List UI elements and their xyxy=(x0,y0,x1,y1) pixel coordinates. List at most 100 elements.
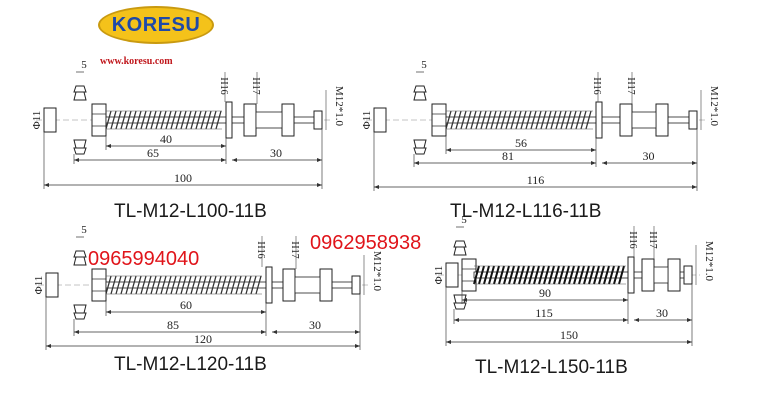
hex-body xyxy=(91,268,107,302)
logo-text: KORESU xyxy=(111,13,201,36)
end-ring xyxy=(373,107,387,133)
arrowhead xyxy=(623,318,628,322)
arrowhead xyxy=(454,318,459,322)
model-label-l150: TL-M12-L150-11B xyxy=(475,357,628,378)
arrowhead xyxy=(355,330,360,334)
spring xyxy=(105,110,222,130)
spring xyxy=(473,265,625,285)
thread-body xyxy=(294,276,321,294)
arrowhead xyxy=(591,148,596,152)
model-label-l120: TL-M12-L120-11B xyxy=(114,354,267,375)
wrench-size-h16: H16 xyxy=(255,241,266,258)
dim-spring-length: 40 xyxy=(160,132,172,146)
nut-1 xyxy=(243,103,257,137)
nut-1 xyxy=(619,103,633,137)
arrowhead xyxy=(634,318,639,322)
hex-body xyxy=(91,103,107,137)
end-ring xyxy=(45,272,59,298)
arrowhead xyxy=(355,344,360,348)
diameter-label: Φ11 xyxy=(433,266,445,285)
nipple-size-label: 5 xyxy=(421,59,427,71)
arrowhead xyxy=(591,161,596,165)
phone-number-1: 0965994040 xyxy=(88,248,200,270)
hose-barb-top xyxy=(413,85,427,101)
dim-thread-length: 30 xyxy=(270,146,282,160)
nut-2 xyxy=(319,268,333,302)
model-label-l100: TL-M12-L100-11B xyxy=(114,201,267,222)
arrowhead xyxy=(462,298,467,302)
arrowhead xyxy=(74,158,79,162)
diameter-label: Φ11 xyxy=(361,111,373,130)
hex-body xyxy=(431,103,447,137)
website-link[interactable]: www.koresu.com xyxy=(100,56,173,67)
hose-barb-top xyxy=(73,250,87,266)
nut-2 xyxy=(667,258,681,292)
hose-barb-top xyxy=(453,240,467,256)
thread-body xyxy=(653,266,669,284)
end-cap xyxy=(313,110,323,130)
dim-overall-length: 100 xyxy=(174,171,192,185)
dim-body-length: 81 xyxy=(502,149,514,163)
dim-thread-length: 30 xyxy=(656,306,668,320)
thread-spec-label: M12*1.0 xyxy=(371,251,383,292)
arrowhead xyxy=(74,330,79,334)
hose-barb-bottom xyxy=(73,139,87,155)
nut-2 xyxy=(655,103,669,137)
arrowhead xyxy=(261,310,266,314)
nut-2 xyxy=(281,103,295,137)
end-ring xyxy=(445,262,459,288)
nut-1 xyxy=(641,258,655,292)
dim-spring-length: 90 xyxy=(539,286,551,300)
hose-barb-bottom xyxy=(413,139,427,155)
diameter-label: Φ11 xyxy=(31,111,43,130)
dim-spring-length: 56 xyxy=(515,136,527,150)
end-ring xyxy=(43,107,57,133)
dim-body-length: 115 xyxy=(535,306,553,320)
wrench-size-h16: H16 xyxy=(218,77,229,94)
wrench-size-h17: H17 xyxy=(647,231,658,248)
arrowhead xyxy=(44,183,49,187)
arrowhead xyxy=(317,183,322,187)
dim-body-length: 65 xyxy=(147,146,159,160)
dim-thread-length: 30 xyxy=(309,318,321,332)
arrowhead xyxy=(692,161,697,165)
diameter-label: Φ11 xyxy=(33,276,45,295)
wrench-size-h16: H16 xyxy=(591,77,602,94)
thread-spec-label: M12*1.0 xyxy=(703,241,715,282)
thread-body xyxy=(631,111,657,129)
arrowhead xyxy=(221,158,226,162)
arrowhead xyxy=(692,185,697,189)
arrowhead xyxy=(106,144,111,148)
wrench-size-h16: H16 xyxy=(627,231,638,248)
arrowhead xyxy=(46,344,51,348)
arrowhead xyxy=(414,161,419,165)
arrowhead xyxy=(261,330,266,334)
washer xyxy=(225,101,233,139)
nipple-size-label: 5 xyxy=(81,59,87,71)
hose-barb-bottom xyxy=(453,294,467,310)
wrench-size-h17: H17 xyxy=(289,241,300,258)
arrowhead xyxy=(317,158,322,162)
phone-number-2: 0962958938 xyxy=(310,232,422,254)
dim-overall-length: 120 xyxy=(194,332,212,346)
arrowhead xyxy=(687,318,692,322)
koresu-logo: KORESU xyxy=(98,6,214,44)
arrowhead xyxy=(446,340,451,344)
wrench-size-h17: H17 xyxy=(250,77,261,94)
hose-barb-top xyxy=(73,85,87,101)
arrowhead xyxy=(623,298,628,302)
nut-1 xyxy=(282,268,296,302)
model-label-l116: TL-M12-L116-11B xyxy=(450,201,602,222)
spring xyxy=(445,110,592,130)
nipple-size-label: 5 xyxy=(81,224,87,236)
end-cap xyxy=(683,265,693,285)
washer xyxy=(595,101,603,139)
dim-thread-length: 30 xyxy=(643,149,655,163)
arrowhead xyxy=(602,161,607,165)
thread-spec-label: M12*1.0 xyxy=(333,86,345,127)
